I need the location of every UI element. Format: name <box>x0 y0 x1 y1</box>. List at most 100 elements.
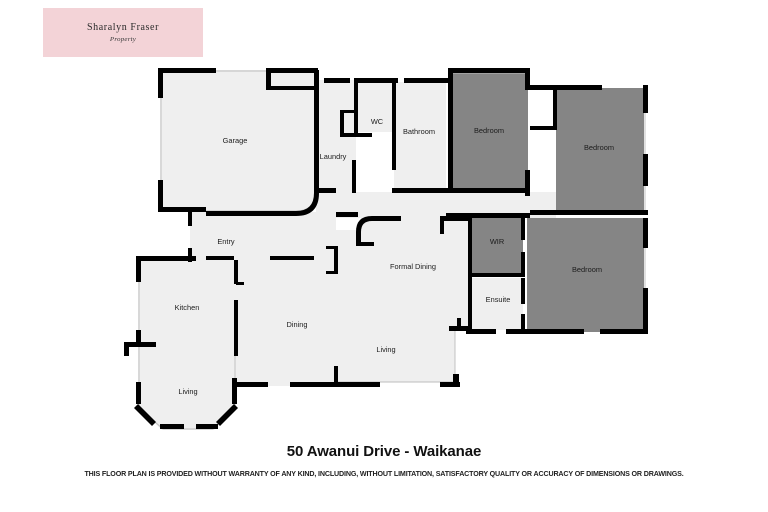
wall-bed3-bottom-right <box>600 329 648 334</box>
wall-garage-top-left <box>158 68 216 73</box>
wall-ensuite-bottom-right <box>506 329 538 334</box>
wall-living-bottom-right <box>440 382 460 387</box>
wall-laundry-bottom <box>316 188 336 193</box>
wir-fill <box>471 218 523 274</box>
garage-fill <box>160 70 316 212</box>
caption-area: 50 Awanui Drive - Waikanae <box>0 443 768 460</box>
wall-bed2-bottom <box>530 210 648 215</box>
wall-bed3-right-lower <box>643 288 648 332</box>
agency-name: Sharalyn Fraser <box>86 21 160 33</box>
wall-bay-bottom-right <box>196 424 218 429</box>
wall-bed1-wardrobe <box>530 126 556 130</box>
wall-bay-right-diag <box>216 404 238 426</box>
room-label-bedroom-1: Bedroom <box>474 126 504 135</box>
room-label-living-main: Living <box>376 345 395 354</box>
bathroom-fill <box>394 82 446 192</box>
wall-bed1-bottom <box>448 188 530 193</box>
wall-laundry-top <box>324 78 350 83</box>
wall-garage-left-lower <box>158 180 163 212</box>
wall-bed1-right-upper <box>525 68 530 90</box>
wc-fill <box>356 82 394 132</box>
wall-kitchen-dining-tick <box>236 282 244 285</box>
dining-fill <box>236 260 340 386</box>
wall-entry-left-lower <box>188 248 192 262</box>
wall-bed2-left <box>553 88 557 130</box>
room-label-wc: WC <box>371 117 384 126</box>
room-label-bathroom: Bathroom <box>403 127 435 136</box>
wall-living-right-stub <box>453 374 459 386</box>
wall-wc-fixture-left <box>340 110 344 136</box>
wall-garage-top-right <box>266 68 318 73</box>
room-label-bedroom-3: Bedroom <box>572 265 602 274</box>
wall-wc-left <box>354 78 358 134</box>
wall-entry-top-right <box>336 212 358 217</box>
wall-kitchen-bay-stub <box>124 342 156 347</box>
wall-dining-bottom-corner <box>334 366 338 387</box>
wall-ensuite-bottom-left <box>466 329 496 334</box>
wall-entry-bottom-mid <box>206 256 234 260</box>
agency-tagline: Property <box>109 35 137 42</box>
disclaimer-text: THIS FLOOR PLAN IS PROVIDED WITHOUT WARR… <box>84 469 684 478</box>
room-label-dining: Dining <box>287 320 308 329</box>
page-title: 50 Awanui Drive - Waikanae <box>286 443 482 460</box>
wall-entry-left-upper <box>188 212 192 226</box>
room-label-formal-dining: Formal Dining <box>390 262 436 271</box>
room-label-bedroom-2: Bedroom <box>584 143 614 152</box>
room-label-wir: WIR <box>490 237 504 246</box>
room-labels: Garage Laundry WC Bathroom Bedroom Bedro… <box>175 117 614 396</box>
bedroom-1-fill <box>450 72 528 192</box>
bedroom-3-fill <box>527 218 644 332</box>
walls <box>124 68 648 429</box>
wall-fd-top-right-stub <box>440 216 444 234</box>
wall-entry-bottom-left <box>138 256 196 261</box>
wall-dining-bottom-left <box>234 382 268 387</box>
wall-fd-curve-inner <box>356 242 374 246</box>
wall-entry-bottom-right <box>270 256 314 260</box>
wall-bed3-bottom-left <box>538 329 584 334</box>
wall-laundry-right <box>352 160 356 193</box>
wall-bed3-right-upper <box>643 218 648 248</box>
wall-bay-left-diag <box>134 404 156 426</box>
wall-kitchen-dining-lower <box>234 300 238 356</box>
living-bay-fill <box>138 342 236 430</box>
wall-garage-door-recess-top <box>266 68 271 90</box>
wall-garage-left-upper <box>158 68 163 98</box>
wall-fd-left-stub <box>334 246 338 274</box>
room-label-ensuite: Ensuite <box>486 295 511 304</box>
wall-bay-left-v <box>136 382 141 404</box>
wall-bed2-right-lower <box>643 154 648 186</box>
wall-wir-top <box>468 213 526 218</box>
wall-bathroom-bottom <box>392 188 450 193</box>
wall-wir-right-lower <box>521 252 525 277</box>
wall-wc-bottom <box>340 133 372 137</box>
floor-plan-drawing: Garage Laundry WC Bathroom Bedroom Bedro… <box>0 52 768 432</box>
ensuite-fill <box>471 278 523 330</box>
wall-fd-left-tick <box>326 246 338 249</box>
wall-bed2-right-upper <box>643 85 648 113</box>
wall-fd-left-tick2 <box>326 271 338 274</box>
floor-plan-svg: Garage Laundry WC Bathroom Bedroom Bedro… <box>124 68 648 430</box>
wall-bed2-top <box>530 85 602 90</box>
room-label-garage: Garage <box>223 136 248 145</box>
wall-wc-fixture-top <box>340 110 356 113</box>
wall-formal-dining-curve <box>356 216 401 232</box>
agency-logo: Sharalyn Fraser Property <box>43 8 203 57</box>
wall-dining-bottom-right <box>290 382 338 387</box>
wall-bathroom-top <box>404 78 448 83</box>
room-label-living-bay: Living <box>178 387 197 396</box>
room-label-laundry: Laundry <box>320 152 347 161</box>
wall-garage-door-recess-bottom <box>266 86 318 90</box>
bedroom-2-fill <box>556 88 644 214</box>
wall-living-bottom <box>336 382 380 387</box>
wall-wc-top <box>356 78 398 83</box>
wall-kitchen-left-upper <box>136 256 141 282</box>
wall-kitchen-left-lower <box>136 330 141 346</box>
formal-dining-living-fill <box>336 218 471 382</box>
wall-ensuite-right-lower <box>521 314 525 334</box>
wall-kitchen-dining-upper <box>234 260 238 284</box>
room-fills-dark <box>450 72 644 332</box>
wall-bed1-top <box>448 68 530 73</box>
wall-kitchen-bay-stub-v <box>124 342 129 356</box>
entry-fill <box>190 212 336 260</box>
